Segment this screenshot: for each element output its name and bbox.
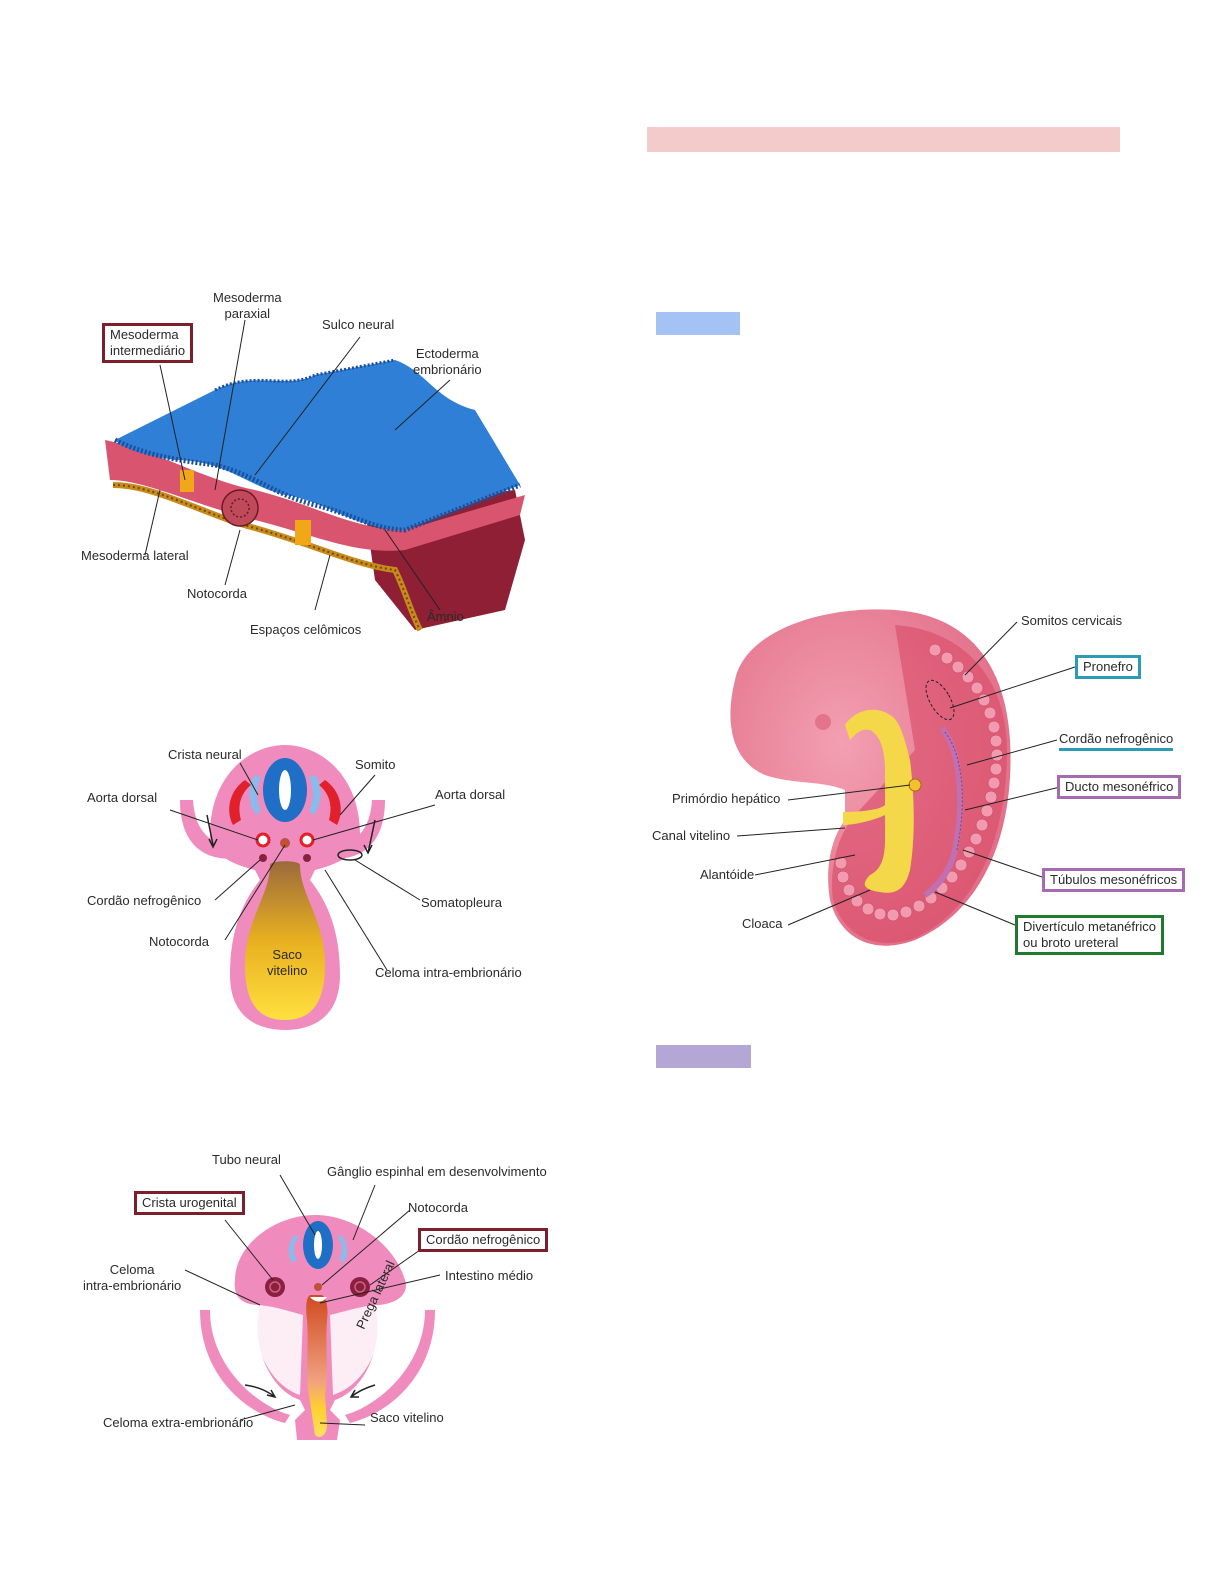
label-pronefro-box: Pronefro (1075, 655, 1141, 679)
label-primordio-hepatico: Primórdio hepático (672, 791, 781, 806)
label-espacos-celomicos: Espaços celômicos (250, 622, 362, 637)
label-mesoderma-intermediario-l1: Mesoderma (110, 327, 179, 342)
label-sulco-neural: Sulco neural (322, 317, 395, 332)
label-crista-neural: Crista neural (168, 747, 242, 762)
mesoderm-illustration (105, 319, 525, 632)
label-cordao-nefrogenico: Cordão nefrogênico (87, 893, 202, 908)
label-tubulos-mesonefricos-box: Túbulos mesonéfricos (1042, 868, 1186, 892)
label-mesoderma-paraxial-l2: paraxial (224, 306, 271, 321)
figure-mesoderm-3d-section: Mesoderma intermediário Mesoderma paraxi… (75, 280, 525, 650)
label-cloaca: Cloaca (742, 916, 783, 931)
label-celoma-intra-embrionario: Celoma intra-embrionário (83, 1262, 181, 1294)
figure-embryo-lateral-view: Somitos cervicais Pronefro Cordão nefrog… (645, 600, 1205, 970)
figure-transverse-section-yolk-sac: Crista neural Somito Aorta dorsal Aorta … (75, 735, 555, 1030)
urogenital-section-illustration (184, 1174, 441, 1440)
label-canal-vitelino: Canal vitelino (652, 828, 731, 843)
label-aorta-dorsal-right: Aorta dorsal (435, 787, 506, 802)
label-ectoderma-embrionario: Ectoderma embrionário (413, 346, 482, 378)
label-saco-vitelino-l1: Saco (272, 947, 303, 962)
label-mesoderma-paraxial-l1: Mesoderma (213, 290, 282, 305)
label-notocorda: Notocorda (408, 1200, 468, 1215)
embryo-illustration (730, 609, 1076, 946)
label-mesoderma-paraxial: Mesoderma paraxial (213, 290, 282, 322)
section-highlight-bar-blue (656, 312, 740, 335)
label-somito: Somito (355, 757, 396, 772)
label-diverticulo-l1: Divertículo metanéfrico (1023, 919, 1156, 934)
label-somitos-cervicais: Somitos cervicais (1021, 613, 1123, 628)
label-ectoderma-l1: Ectoderma (415, 346, 479, 361)
label-diverticulo-l2: ou broto ureteral (1023, 935, 1119, 950)
label-crista-urogenital-box: Crista urogenital (134, 1191, 245, 1215)
label-notocorda: Notocorda (187, 586, 247, 601)
label-alantoide: Alantóide (700, 867, 755, 882)
label-celoma-extra-embrionario: Celoma extra-embrionário (103, 1415, 254, 1430)
label-saco-vitelino: Saco vitelino (267, 947, 307, 979)
label-notocorda: Notocorda (149, 934, 209, 949)
section-highlight-bar-purple (656, 1045, 751, 1068)
label-aorta-dorsal-left: Aorta dorsal (87, 790, 158, 805)
label-mesoderma-intermediario-l2: intermediário (110, 343, 186, 358)
label-amnio: Âmnio (427, 609, 464, 624)
label-mesoderma-lateral: Mesoderma lateral (81, 548, 189, 563)
transverse-section-illustration (169, 745, 436, 1030)
label-somatopleura: Somatopleura (421, 895, 502, 910)
label-ectoderma-l2: embrionário (413, 362, 482, 377)
title-highlight-bar (647, 127, 1120, 152)
label-ducto-mesonefrico-box: Ducto mesonéfrico (1057, 775, 1182, 799)
label-celoma-intra-embrionario: Celoma intra-embrionário (375, 965, 522, 980)
label-celoma-intra-l1: Celoma (109, 1262, 155, 1277)
label-cordao-nefrogenico-box: Cordão nefrogênico (418, 1228, 549, 1252)
label-diverticulo-metanefrico-box: Divertículo metanéfrico ou broto uretera… (1015, 915, 1164, 955)
label-intestino-medio: Intestino médio (445, 1268, 534, 1283)
figure-transverse-section-urogenital: Tubo neural Gânglio espinhal em desenvol… (75, 1145, 580, 1450)
label-saco-vitelino: Saco vitelino (370, 1410, 444, 1425)
label-tubo-neural: Tubo neural (212, 1152, 281, 1167)
label-celoma-intra-l2: intra-embrionário (83, 1278, 182, 1293)
label-saco-vitelino-l2: vitelino (267, 963, 308, 978)
label-mesoderma-intermediario-box: Mesoderma intermediário (102, 323, 194, 363)
label-cordao-nefrogenico: Cordão nefrogênico (1059, 731, 1174, 751)
label-ganglio-espinhal: Gânglio espinhal em desenvolvimento (327, 1164, 547, 1179)
